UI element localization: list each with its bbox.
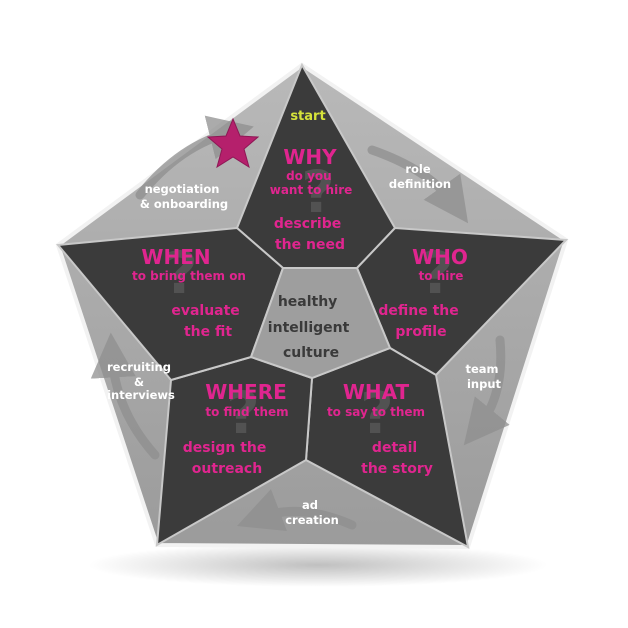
cycle-arrow-icon [135,115,254,200]
why-title: WHY [283,145,337,169]
who-title: WHO [412,245,468,269]
stage-ad-creation: ad creation [285,498,339,527]
who-action: define the profile [378,303,463,340]
stage-recruiting-interviews: recruiting & interviews [107,360,175,402]
stage-team-input: team input [465,362,502,391]
where-title: WHERE [205,380,287,404]
where-action: design the outreach [183,440,272,477]
why-action: describe the need [274,216,346,253]
stage-role-definition: role definition [389,162,451,191]
start-label: start [290,109,325,124]
question-mark-icon: ? [420,239,454,307]
cycle-arrows [90,115,510,532]
star-icon [206,117,260,169]
what-subtitle: to say to them [327,405,425,419]
cycle-arrow-icon [236,488,357,532]
cycle-arrow-icon [90,332,160,460]
when-title: WHEN [141,245,210,269]
question-mark-icon: ? [301,158,335,226]
when-subtitle: to bring them on [132,269,246,283]
what-title: WHAT [343,380,410,404]
who-subtitle: to hire [419,269,464,283]
question-mark-icon: ? [164,239,198,307]
why-subtitle: do you want to hire [270,169,353,197]
center-pentagon [249,267,392,380]
question-mark-icon: ? [360,379,394,447]
cycle-arrow-icon [463,335,510,446]
question-mark-icon: ? [226,379,260,447]
stage-negotiation-onboarding: negotiation & onboarding [140,182,228,211]
what-action: detail the story [361,440,433,477]
cycle-arrow-icon [367,145,469,224]
when-action: evaluate the fit [171,303,244,340]
where-subtitle: to find them [205,405,288,419]
drop-shadow [88,543,548,587]
center-culture-label: healthy intelligent culture [268,294,354,361]
